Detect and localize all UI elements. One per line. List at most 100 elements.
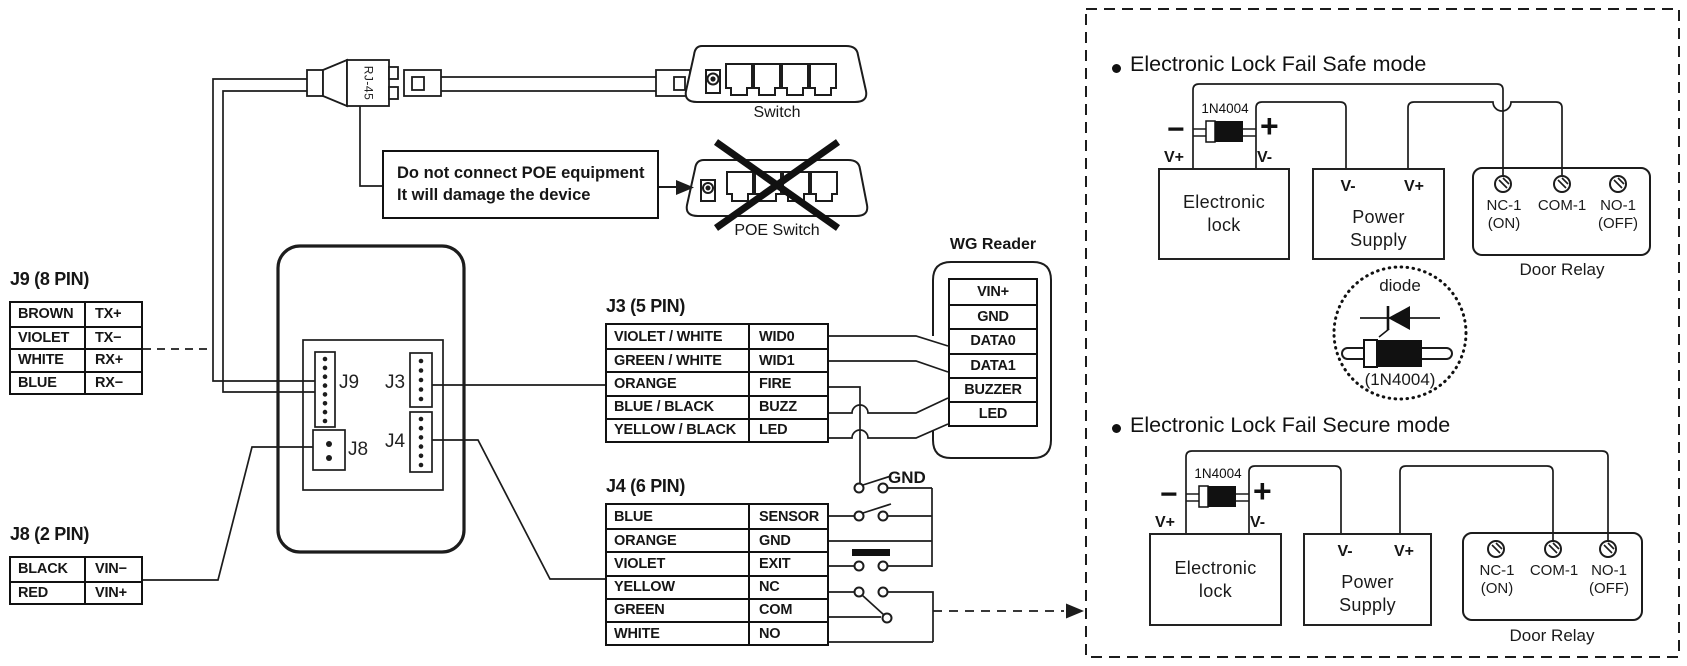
switch-label: Switch [753,104,801,121]
power-supply-box: V- V+ Power Supply [1312,168,1445,260]
table-row: GND [950,304,1036,328]
bullet-icon [1112,64,1121,73]
diode-detail-part: (1N4004) [1364,370,1436,389]
rj45-connector-icon [306,58,691,108]
relay-off-label: (OFF) [1589,580,1629,597]
door-relay-label: Door Relay [1509,626,1595,645]
fail-secure-diode-icon [1186,485,1249,508]
door-relay-label: Door Relay [1519,260,1605,279]
warning-line: It will damage the device [397,186,591,204]
lock-vminus-label: V- [1257,149,1273,166]
diode-part-label: 1N4004 [1201,101,1249,116]
j3-table-title: J3 (5 PIN) [606,296,686,316]
table-row: DATA0 [950,328,1036,352]
power-supply-box: V- V+ Power Supply [1303,533,1432,626]
relay-com-label: COM-1 [1529,562,1579,579]
warning-arrow-icon [676,180,694,195]
wg-reader-outline [932,261,1052,459]
j9-connector [314,351,336,428]
table-row: VIN+ [977,284,1009,301]
switch-icon [684,45,868,103]
plus-sign: + [1253,473,1272,509]
fail-safe-title: Electronic Lock Fail Safe mode [1130,52,1427,76]
j8-connector-label: J8 [348,439,369,460]
relay-on-label: (ON) [1487,215,1521,232]
poe-warning-box: Do not connect POE equipment It will dam… [382,150,659,219]
fail-secure-title: Electronic Lock Fail Secure mode [1130,413,1451,437]
warning-line: Do not connect POE equipment [397,164,645,182]
diode-detail-icon [1332,265,1468,401]
minus-sign: − [1160,478,1178,511]
relay-nc-label: NC-1 [1479,562,1515,579]
electronic-lock-box: Electronic lock [1149,533,1282,626]
ps-vminus-label: V- [1337,543,1353,560]
wg-reader-title: WG Reader [949,236,1037,253]
lock-vminus-label: V- [1250,514,1266,531]
j8-connector [312,429,346,471]
modes-panel-border [1085,8,1680,658]
gnd-label: GND [888,468,926,487]
lock-vplus-label: V+ [1164,149,1185,166]
relay-no-label: NO-1 [1591,562,1627,579]
j4-connector [409,411,433,473]
fail-secure-door-relay-box [1462,532,1643,621]
diode-part-label: 1N4004 [1194,466,1242,481]
relay-com-label: COM-1 [1537,197,1587,214]
minus-sign: − [1167,113,1185,146]
rj45-connector-label: RJ-45 [360,65,375,101]
ps-vminus-label: V- [1340,178,1356,195]
lock-vplus-label: V+ [1155,514,1176,531]
j4-table-title: J4 (6 PIN) [606,476,686,496]
relay-no-label: NO-1 [1600,197,1636,214]
connector-pins [322,356,424,468]
table-row: BUZZER [950,376,1036,401]
bullet-icon [1112,424,1121,433]
wires [143,76,1609,643]
j9-table-title: J9 (8 PIN) [10,269,90,289]
relay-nc-label: NC-1 [1486,197,1522,214]
arrows [658,180,1084,619]
forbidden-cross-icon [713,139,841,231]
contact-switches [852,482,893,624]
relay-on-label: (ON) [1480,580,1514,597]
electronic-lock-box: Electronic lock [1158,168,1290,260]
j4-connector-label: J4 [385,431,406,452]
ps-vplus-label: V+ [1393,543,1414,560]
j8-table-title: J8 (2 PIN) [10,524,90,544]
relay-off-label: (OFF) [1598,215,1638,232]
fail-safe-door-relay-box [1472,167,1651,256]
fail-safe-diode-icon [1193,120,1256,143]
relay-dashed-arrow-icon [1066,603,1084,619]
table-row: DATA1 [950,352,1036,377]
ps-vplus-label: V+ [1403,178,1424,195]
wg-reader-pin-table: VIN+ GND DATA0 DATA1 BUZZER LED [948,278,1038,428]
poe-switch-label: POE Switch [734,222,820,239]
device-outline [276,244,466,554]
exit-button-icon [852,549,890,556]
diode-detail-name: diode [1379,276,1421,295]
table-row: LED [950,400,1036,425]
